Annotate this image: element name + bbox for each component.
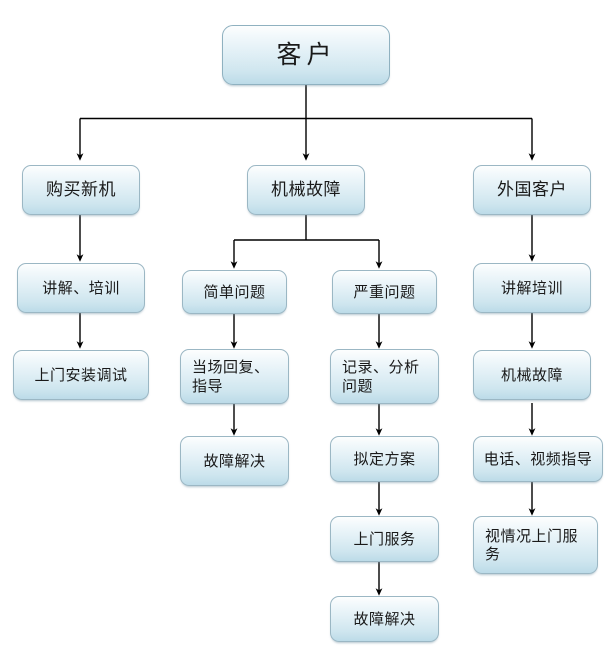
node-label: 电话、视频指导 — [483, 449, 593, 468]
node-label: 故障解决 — [203, 451, 266, 470]
node-label: 外国客户 — [497, 179, 567, 200]
node-onsite-service[interactable]: 上门服务 — [330, 516, 439, 562]
node-label: 客户 — [276, 39, 337, 69]
node-explain-training[interactable]: 讲解、培训 — [17, 263, 145, 313]
node-severe-fault-solved[interactable]: 故障解决 — [330, 596, 439, 642]
node-onsite-service-if-needed[interactable]: 视情况上门服务 — [473, 516, 598, 574]
node-simple-fault-solved[interactable]: 故障解决 — [180, 436, 289, 486]
node-onsite-installation[interactable]: 上门安装调试 — [13, 350, 149, 400]
node-onspot-reply-guidance[interactable]: 当场回复、指导 — [180, 349, 289, 404]
node-label: 拟定方案 — [353, 449, 416, 468]
node-severe-problem[interactable]: 严重问题 — [332, 270, 437, 314]
node-phone-video-guidance[interactable]: 电话、视频指导 — [473, 436, 603, 482]
node-label: 故障解决 — [353, 609, 416, 628]
node-label: 上门安装调试 — [34, 365, 128, 384]
node-label: 记录、分析问题 — [342, 358, 420, 395]
node-label: 当场回复、指导 — [192, 358, 270, 395]
node-label: 简单问题 — [203, 282, 266, 301]
node-record-analyze-problem[interactable]: 记录、分析问题 — [330, 349, 439, 404]
node-label: 机械故障 — [500, 365, 563, 384]
node-label: 讲解培训 — [500, 278, 563, 297]
node-label: 机械故障 — [271, 179, 341, 200]
node-foreign-explain-training[interactable]: 讲解培训 — [473, 263, 591, 313]
node-buy-new-machine[interactable]: 购买新机 — [22, 165, 140, 215]
node-label: 购买新机 — [46, 179, 116, 200]
node-mechanical-fault[interactable]: 机械故障 — [247, 165, 365, 215]
node-root-customer[interactable]: 客户 — [222, 25, 390, 85]
node-label: 上门服务 — [353, 529, 416, 548]
node-simple-problem[interactable]: 简单问题 — [182, 270, 287, 314]
node-label: 讲解、培训 — [42, 278, 120, 297]
node-label: 视情况上门服务 — [485, 526, 579, 563]
node-draft-plan[interactable]: 拟定方案 — [330, 436, 439, 482]
node-label: 严重问题 — [353, 282, 416, 301]
node-foreign-mechanical-fault[interactable]: 机械故障 — [473, 350, 591, 400]
node-foreign-customer[interactable]: 外国客户 — [473, 165, 591, 215]
